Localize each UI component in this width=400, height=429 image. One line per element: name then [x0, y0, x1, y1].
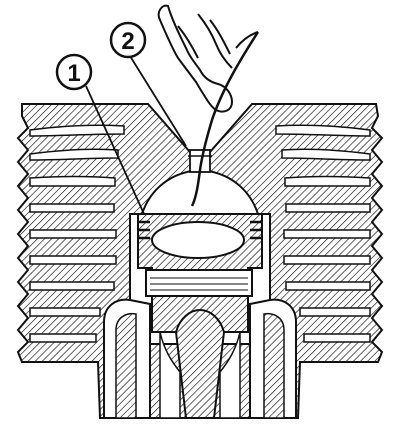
- piston: [137, 213, 263, 333]
- hand: [157, 4, 259, 113]
- piston-pin: [145, 269, 253, 297]
- callout-2: 2: [109, 21, 147, 59]
- left-cooling-fins: [29, 124, 125, 343]
- callout-1: 1: [55, 53, 93, 91]
- connecting-rod: [103, 298, 297, 419]
- callout-2-label: 2: [121, 28, 134, 55]
- piston-ring: [138, 220, 262, 240]
- right-cooling-fins: [275, 124, 371, 343]
- feeler-wire: [190, 31, 260, 207]
- callout-leaders: [85, 55, 187, 215]
- callout-1-label: 1: [67, 60, 80, 87]
